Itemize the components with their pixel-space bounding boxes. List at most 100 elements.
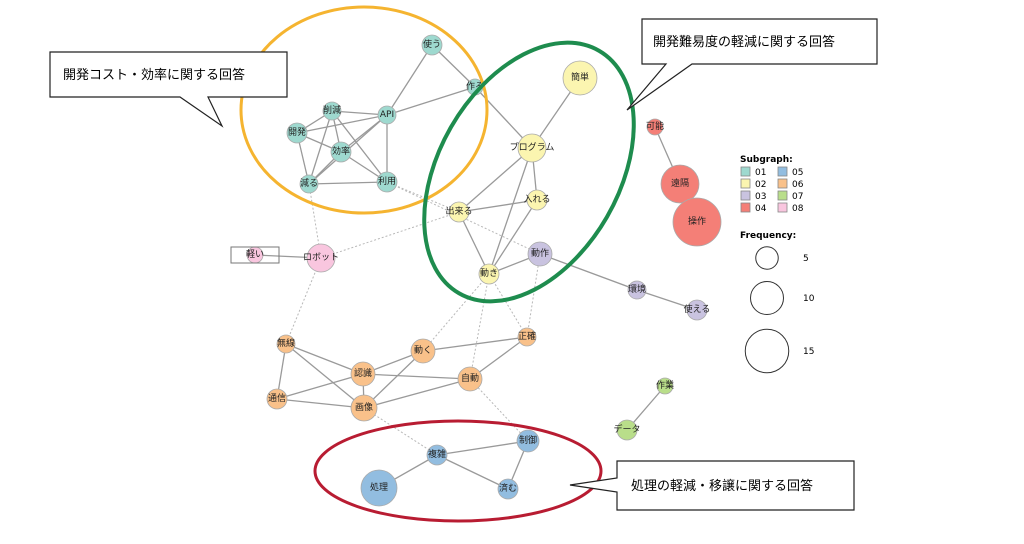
node-label: 簡単 — [571, 71, 589, 83]
legend-group-label: 06 — [792, 180, 804, 190]
node-label: 正確 — [518, 330, 536, 342]
edge — [285, 257, 322, 345]
node-label: 可能 — [646, 120, 664, 132]
node-label: 処理 — [370, 481, 388, 493]
edge — [331, 110, 388, 183]
node-circle — [656, 377, 674, 395]
node-circle — [350, 394, 378, 422]
edge — [539, 253, 638, 291]
callout-cost: 開発コスト・効率に関する回答 — [49, 51, 288, 128]
node-9: プログラム — [510, 133, 554, 163]
node-circle — [410, 338, 436, 364]
edge — [488, 199, 538, 275]
node-label: ロボット — [303, 252, 339, 263]
node-circle — [686, 299, 708, 321]
node-circle — [457, 366, 483, 392]
node-circle — [299, 174, 319, 194]
node-23: 動く — [410, 338, 436, 364]
legend-swatch — [740, 202, 751, 213]
node-circle — [448, 201, 470, 223]
node-label: 出来る — [445, 205, 472, 217]
node-circle — [627, 280, 647, 300]
edge — [363, 350, 424, 409]
legend-swatch — [777, 190, 788, 201]
node-14: 環境 — [627, 280, 647, 300]
node-20: ロボット — [303, 243, 339, 273]
legend-swatch — [740, 178, 751, 189]
callout-processing: 処理の軽減・移譲に関する回答 — [569, 460, 855, 511]
edge — [636, 289, 698, 311]
node-21: 無線 — [276, 334, 296, 354]
node-circle — [672, 197, 722, 247]
node-label: 済む — [499, 482, 517, 494]
node-0: 使う — [421, 34, 443, 56]
node-31: 制御 — [516, 429, 540, 453]
legend-group-label: 01 — [755, 168, 766, 178]
node-label: 環境 — [628, 283, 646, 295]
legend-subgraph-title: Subgraph: — [740, 155, 793, 165]
node-label: API — [380, 110, 394, 120]
node-highlight-box — [230, 246, 280, 264]
callout-cost-text: 開発コスト・効率に関する回答 — [63, 67, 245, 83]
node-circle — [497, 478, 519, 500]
edge — [276, 398, 365, 409]
node-label: 開発 — [288, 126, 306, 138]
node-label: 使う — [423, 38, 441, 50]
callout-difficulty-text: 開発難易度の軽減に関する回答 — [653, 34, 835, 50]
legend-group-label: 03 — [755, 192, 766, 202]
legend-swatch — [777, 202, 788, 213]
node-label: 減る — [300, 177, 318, 189]
legend-frequency-title: Frequency: — [740, 231, 796, 241]
node-10: 入れる — [523, 189, 551, 211]
node-label: 作業 — [656, 379, 674, 391]
node-17: 遠隔 — [660, 164, 700, 204]
node-circle — [660, 164, 700, 204]
node-label: 動き — [480, 268, 498, 279]
node-label: 無線 — [277, 337, 295, 349]
callout-difficulty: 開発難易度の軽減に関する回答 — [626, 18, 878, 111]
legend-size-label: 10 — [803, 294, 815, 304]
node-26: 通信 — [266, 388, 288, 410]
node-27: 画像 — [350, 394, 378, 422]
node-label: データ — [613, 423, 640, 435]
legend-group-label: 05 — [792, 168, 803, 178]
node-circle — [646, 118, 664, 136]
node-32: 処理 — [360, 469, 398, 507]
node-5: 効率 — [330, 141, 352, 163]
node-label: 入れる — [523, 194, 550, 205]
edge — [386, 86, 476, 116]
edge — [386, 181, 460, 213]
node-circle — [426, 444, 448, 466]
edge — [386, 44, 433, 116]
node-33: 済む — [497, 478, 519, 500]
node-label: 削減 — [323, 104, 341, 116]
node-circle — [322, 101, 342, 121]
node-2: 削減 — [322, 101, 342, 121]
legend-group-label: 04 — [755, 204, 767, 214]
legend-swatch — [740, 166, 751, 177]
node-label: 動作 — [531, 247, 549, 259]
legend-size-circle — [755, 246, 779, 270]
edge — [469, 378, 529, 442]
node-circle — [516, 429, 540, 453]
node-label: 遠隔 — [671, 177, 689, 189]
edge — [276, 373, 364, 400]
edge — [458, 147, 533, 213]
node-label: 制御 — [519, 434, 537, 446]
node-circle — [350, 361, 376, 387]
cluster-difficulty-ellipse — [422, 40, 636, 304]
edge — [422, 273, 490, 352]
edge — [526, 253, 541, 338]
node-label: 認識 — [354, 367, 372, 379]
edge — [308, 183, 322, 259]
legend-size-label: 15 — [803, 347, 814, 357]
legend-group-label: 08 — [792, 204, 804, 214]
edge — [469, 273, 490, 380]
node-circle — [376, 171, 398, 193]
node-label: 通信 — [268, 392, 286, 404]
legend-group-label: 02 — [755, 180, 766, 190]
